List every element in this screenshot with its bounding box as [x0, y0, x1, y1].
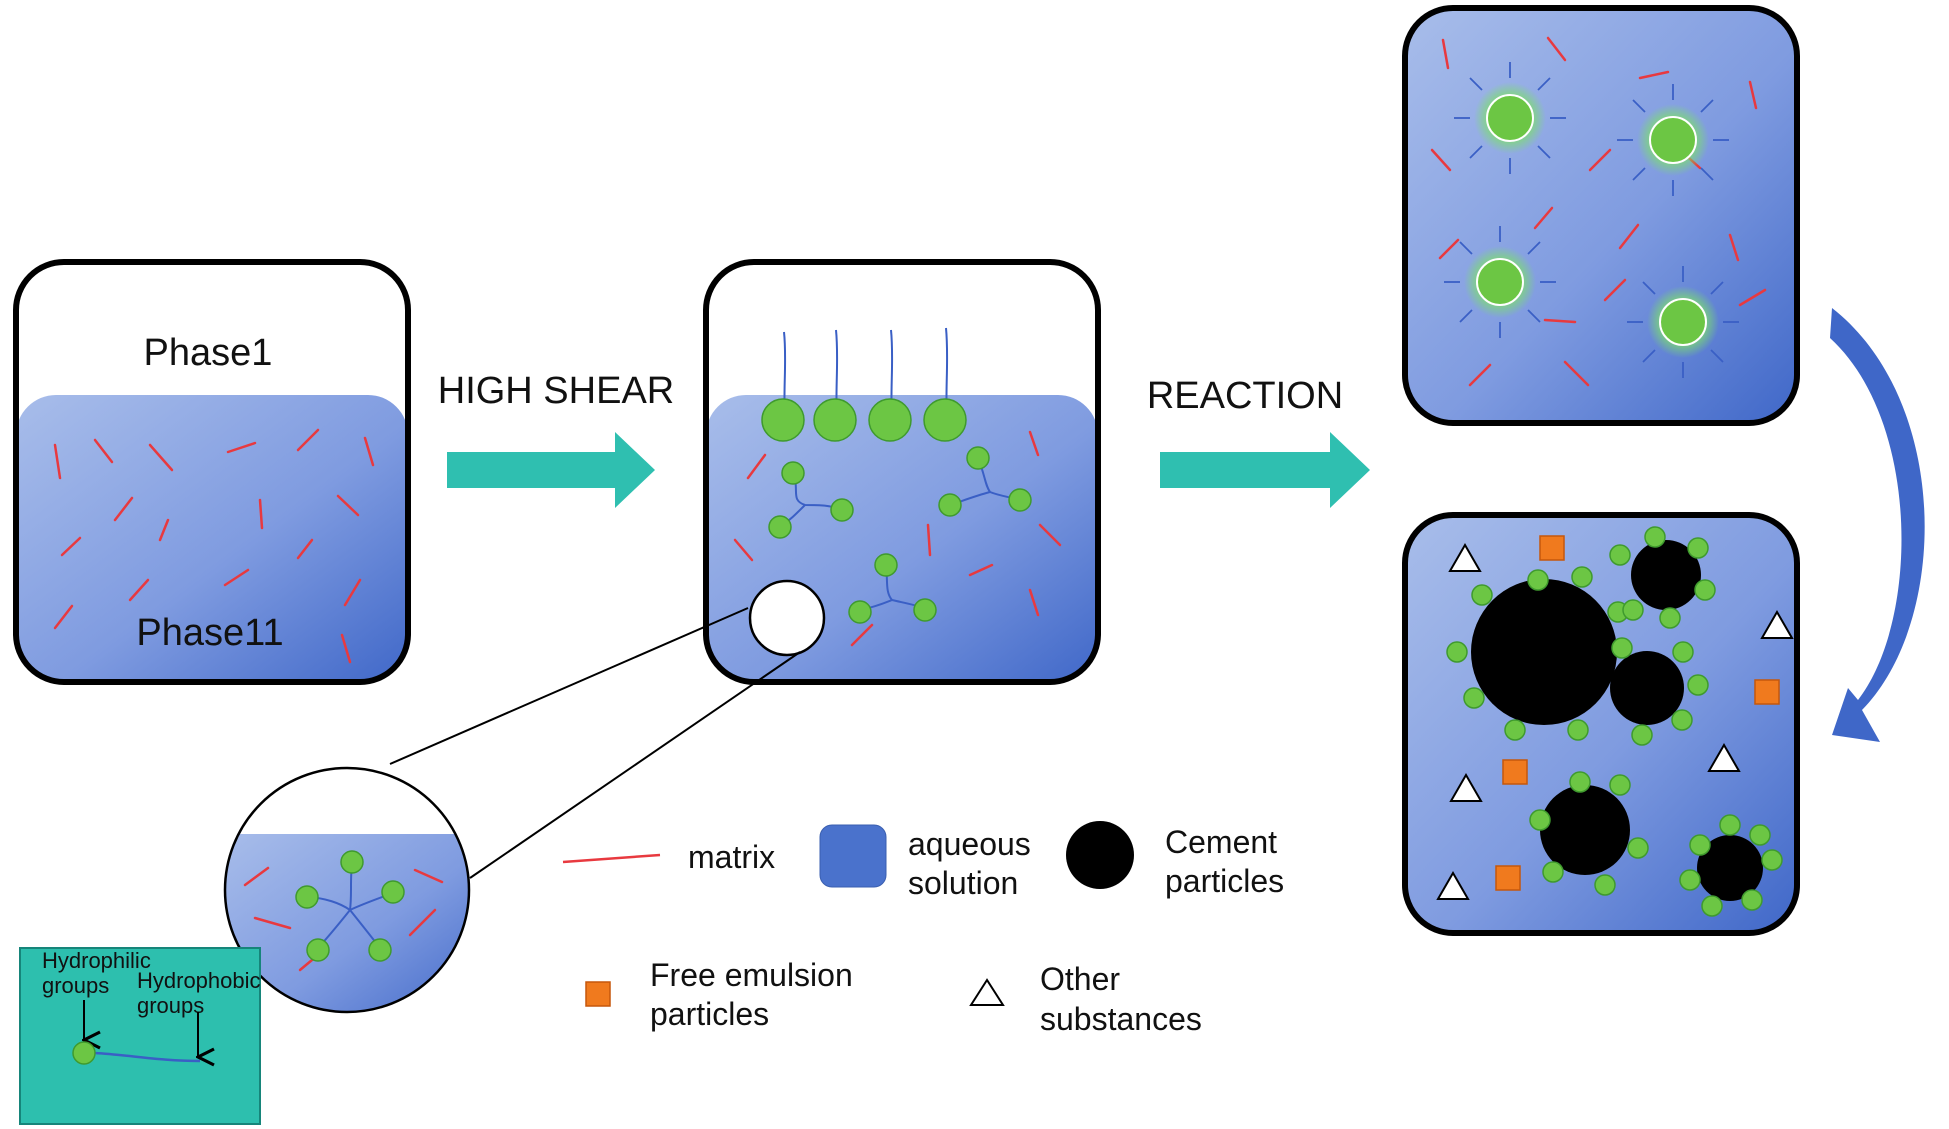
legend-matrix-label: matrix — [688, 839, 775, 875]
phase2-label: Phase11 — [136, 612, 283, 654]
legend-cement-swatch — [1066, 821, 1134, 889]
matrix-fibers — [733, 430, 1062, 647]
legend-cement-line2: particles — [1165, 863, 1284, 899]
legend-other-swatch — [969, 978, 1005, 1006]
molecule-inset: Hydrophilic groups Hydrophobic groups — [19, 947, 261, 1125]
high-shear-arrow: HIGH SHEAR — [438, 370, 674, 508]
high-shear-label: HIGH SHEAR — [438, 370, 674, 412]
hydrophobic-label-line2: groups — [137, 993, 204, 1018]
legend-free-line1: Free emulsion — [650, 957, 853, 993]
legend: matrix aqueous solution Cement particles… — [562, 821, 1284, 1037]
legend-other-line1: Other — [1040, 961, 1120, 997]
legend-cement-line1: Cement — [1165, 824, 1277, 860]
coated-particle-4 — [1627, 266, 1739, 378]
legend-other-line2: substances — [1040, 1001, 1202, 1037]
magnified-view — [223, 766, 471, 1014]
legend-free-line2: particles — [650, 996, 769, 1032]
matrix-fibers — [53, 428, 375, 664]
adsorbed-emulsion — [1446, 526, 1783, 917]
container-emulsion — [703, 259, 1101, 685]
micelle-heads — [768, 446, 1032, 624]
legend-aqueous-line2: solution — [908, 865, 1018, 901]
hydrophilic-label-line2: groups — [42, 973, 109, 998]
hydrophilic-label-line1: Hydrophilic — [42, 948, 151, 973]
legend-free-swatch — [585, 981, 611, 1007]
container-phases: Phase1 Phase11 — [13, 259, 411, 685]
legend-aqueous-swatch — [819, 824, 887, 888]
phase1-label: Phase1 — [144, 332, 273, 374]
container-cement — [1402, 512, 1800, 936]
coated-particle-1 — [1454, 62, 1566, 174]
legend-aqueous-line1: aqueous — [908, 826, 1031, 862]
reaction-arrow: REACTION — [1147, 375, 1370, 508]
coated-particle-2 — [1617, 84, 1729, 196]
free-emulsion-particles — [1495, 535, 1780, 891]
surface-droplets — [761, 398, 967, 442]
hydrophobic-label-line1: Hydrophobic — [137, 968, 261, 993]
coated-particle-3 — [1444, 226, 1556, 338]
legend-matrix-swatch — [562, 853, 661, 864]
reaction-label: REACTION — [1147, 375, 1343, 417]
other-substances — [1436, 542, 1794, 900]
container-reacted — [1402, 5, 1800, 426]
magnify-spot — [748, 579, 826, 657]
magnify-lines — [389, 607, 801, 879]
cement-particles — [1471, 540, 1763, 901]
curved-arrow — [1830, 308, 1925, 742]
